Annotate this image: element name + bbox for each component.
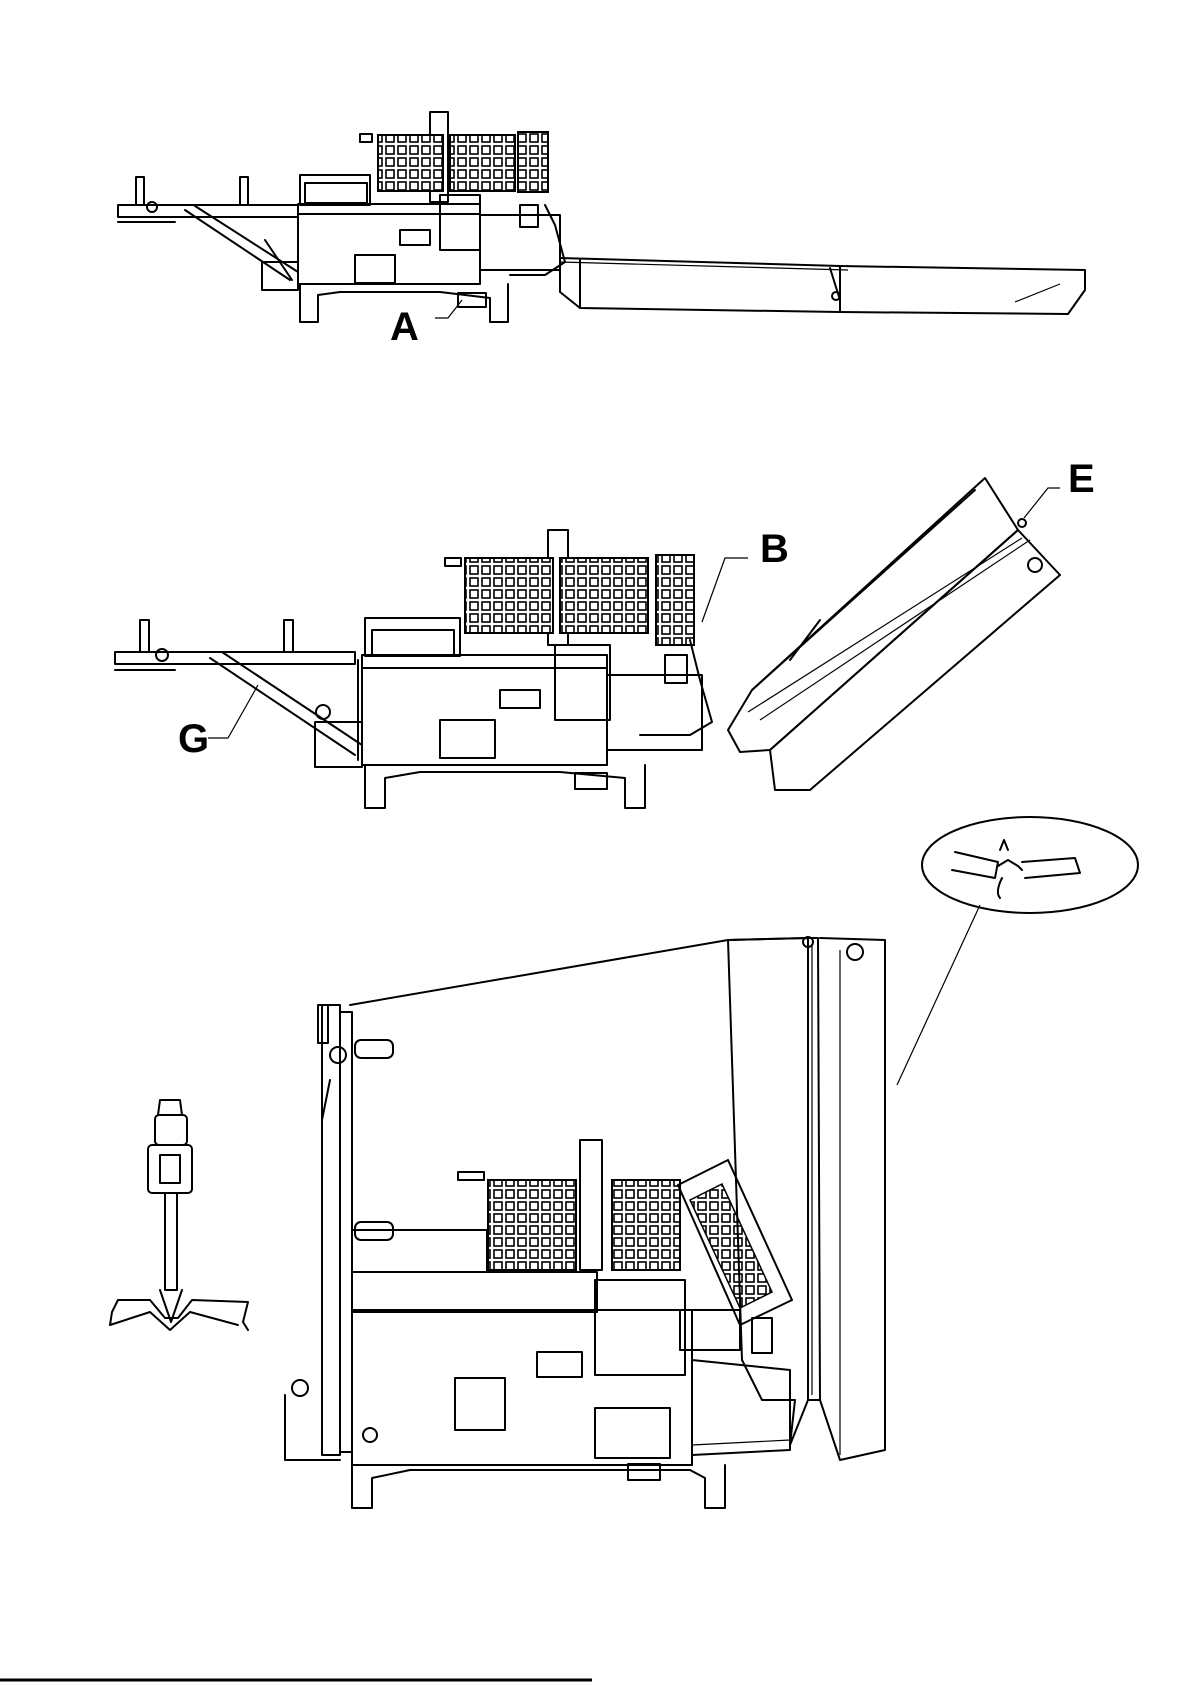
machine-body-view-3 (352, 1140, 792, 1508)
callout-e: E (1024, 457, 1095, 518)
callout-g-label: G (178, 717, 209, 761)
callout-e-label: E (1068, 457, 1095, 501)
callout-b: B (702, 527, 789, 622)
view-1-transport-position: A (118, 112, 1085, 349)
outfeed-conveyor-view-1 (560, 258, 1085, 314)
machine-body-view-2 (315, 530, 712, 808)
callout-a: A (390, 300, 462, 349)
outfeed-conveyor-view-3 (728, 937, 885, 1460)
outfeed-conveyor-view-2 (728, 478, 1060, 790)
ratchet-strap-over-top (350, 938, 808, 1005)
callout-b-label: B (760, 527, 789, 571)
infeed-conveyor-view-1 (118, 177, 298, 280)
callout-g: G (178, 685, 258, 761)
view-3-stowed-position (285, 905, 980, 1508)
detail-hook-connection (922, 817, 1138, 913)
detail-leader-line (897, 905, 980, 1085)
view-2-folding-position: B E G (115, 457, 1095, 808)
infeed-conveyor-view-3 (285, 1005, 393, 1460)
callout-a-label: A (390, 305, 419, 349)
infeed-conveyor-view-2 (115, 620, 362, 760)
machine-body-view-1 (262, 112, 565, 322)
detail-ratchet-strap (110, 1100, 248, 1330)
